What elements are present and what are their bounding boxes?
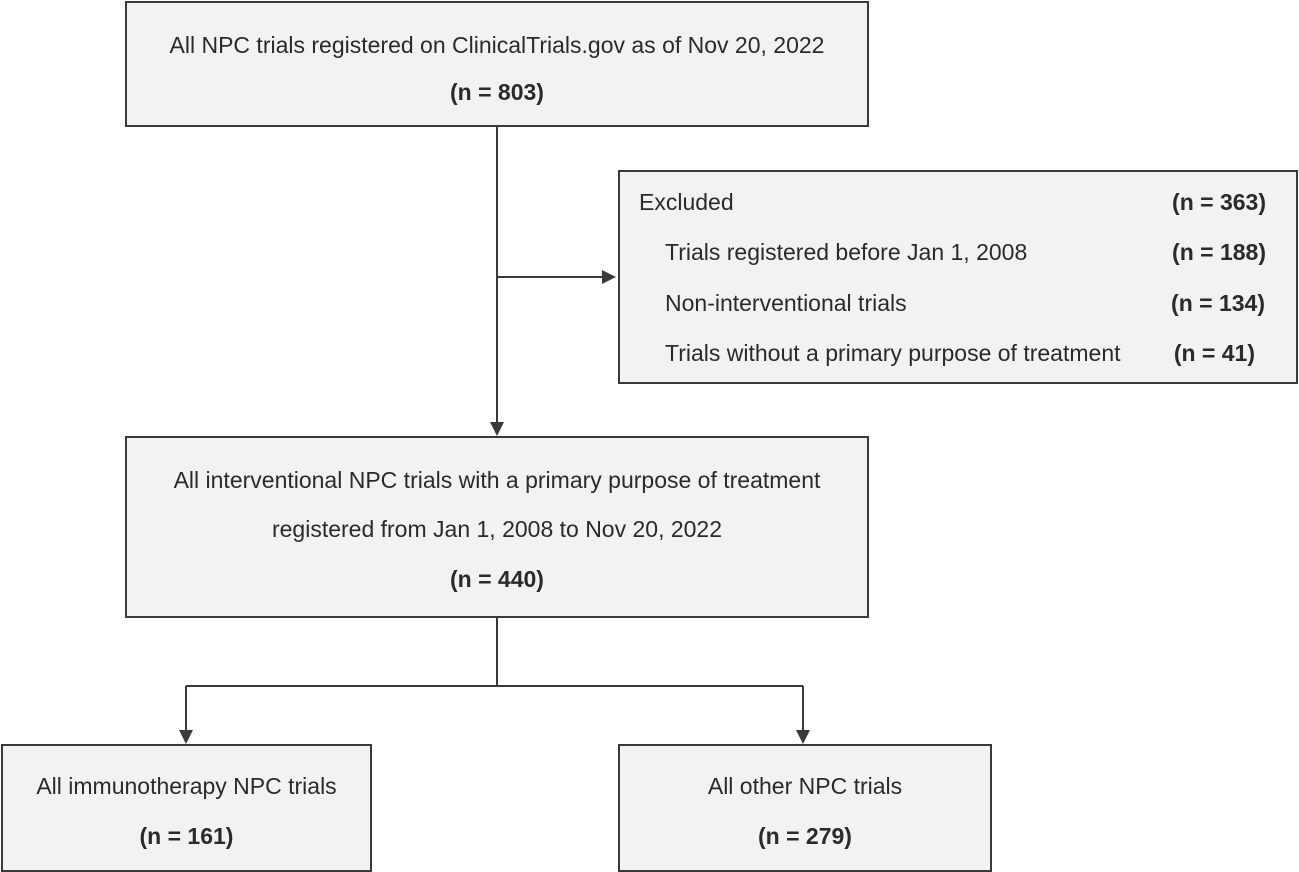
immunotherapy-trials-title: All immunotherapy NPC trials — [36, 773, 337, 799]
all-trials-title: All NPC trials registered on ClinicalTri… — [169, 32, 825, 58]
other-trials-box: All other NPC trials (n = 279) — [618, 744, 992, 872]
immunotherapy-trials-box: All immunotherapy NPC trials (n = 161) — [1, 744, 372, 872]
excluded-item-label: Non-interventional trials — [665, 290, 907, 316]
interventional-trials-count: (n = 440) — [450, 566, 544, 592]
interventional-trials-box: All interventional NPC trials with a pri… — [125, 436, 869, 618]
immunotherapy-trials-count: (n = 161) — [139, 823, 234, 849]
all-trials-count: (n = 803) — [450, 79, 544, 105]
other-trials-count: (n = 279) — [758, 823, 852, 849]
interventional-trials-line1: All interventional NPC trials with a pri… — [173, 467, 821, 493]
excluded-title: Excluded — [639, 189, 734, 215]
excluded-item-label: Trials registered before Jan 1, 2008 — [665, 239, 1028, 265]
excluded-count: (n = 363) — [1172, 189, 1266, 215]
excluded-item-count: (n = 188) — [1172, 239, 1266, 265]
other-trials-title: All other NPC trials — [707, 773, 903, 799]
interventional-trials-line2: registered from Jan 1, 2008 to Nov 20, 2… — [271, 516, 723, 542]
excluded-item-label: Trials without a primary purpose of trea… — [665, 340, 1121, 366]
all-trials-box: All NPC trials registered on ClinicalTri… — [125, 1, 869, 127]
excluded-box: Excluded (n = 363) Trials registered bef… — [618, 170, 1298, 384]
excluded-item-count: (n = 41) — [1173, 340, 1255, 366]
excluded-item-count: (n = 134) — [1171, 290, 1265, 316]
